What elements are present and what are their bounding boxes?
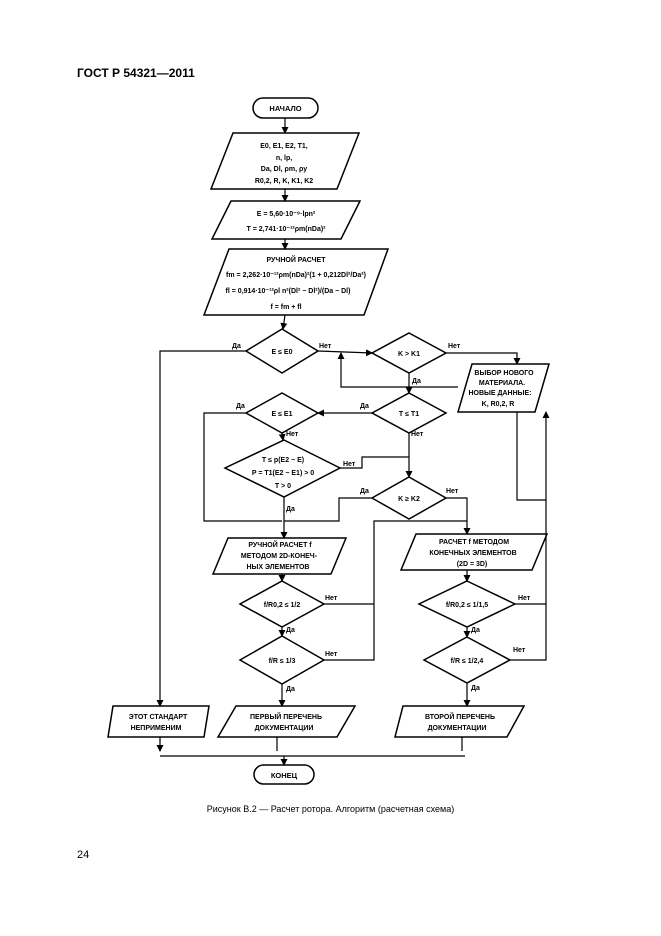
- fem-line-3: (2D = 3D): [457, 561, 488, 568]
- out-na-line-1: ЭТОТ СТАНДАРТ: [129, 714, 188, 721]
- label-no: Нет: [343, 461, 356, 468]
- label-yes: Да: [286, 686, 295, 693]
- dec-k-k1-label: K > K1: [398, 351, 420, 358]
- label-yes: Да: [286, 506, 295, 513]
- label-no: Нет: [446, 488, 459, 495]
- dec-combo-line-1: T ≤ p(E2 − E): [262, 457, 304, 464]
- out-second-line-1: ВТОРОЙ ПЕРЕЧЕНЬ: [425, 712, 495, 721]
- label-no: Нет: [448, 343, 461, 350]
- label-yes: Да: [412, 378, 421, 385]
- label-yes: Да: [232, 343, 241, 350]
- start-label: НАЧАЛО: [269, 104, 301, 113]
- dec-e1-label: E ≤ E1: [272, 411, 293, 418]
- input-line-2: n, lp,: [276, 155, 292, 162]
- new-material-line-3: НОВЫЕ ДАННЫЕ:: [468, 390, 531, 397]
- manual-2d-block: [211, 537, 348, 575]
- output-first-list: [216, 705, 357, 738]
- manual-calc-line-4: f = fm + fl: [270, 304, 301, 311]
- fem-line-1: РАСЧЕТ f МЕТОДОМ: [439, 539, 509, 546]
- decision-k-k2: [370, 476, 448, 520]
- manual-calc-block: [202, 248, 390, 316]
- label-no: Нет: [513, 647, 526, 654]
- manual-2d-line-2: МЕТОДОМ 2D-КОНЕЧ-: [241, 553, 318, 560]
- end-label: КОНЕЦ: [271, 771, 298, 780]
- out-first-line-2: ДОКУМЕНТАЦИИ: [255, 725, 314, 732]
- calc1-line-2: T = 2,741·10⁻¹²ρm(nDa)²: [246, 226, 326, 233]
- fem-line-2: КОНЕЧНЫХ ЭЛЕМЕНТОВ: [429, 550, 516, 557]
- dec-k-k2-label: K ≥ K2: [398, 496, 420, 503]
- manual-calc-line-1: РУЧНОЙ РАСЧЕТ: [266, 255, 326, 264]
- page-number: 24: [77, 849, 90, 861]
- dec-combo-line-2: P = T1(E2 − E1) > 0: [252, 470, 314, 477]
- new-material-line-1: ВЫБОР НОВОГО: [474, 370, 534, 377]
- input-line-4: R0,2, R, K, K1, K2: [255, 178, 313, 185]
- manual-calc-line-2: fm = 2,262·10⁻¹²ρm(nDa)²(1 + 0,212Dl²/Da…: [226, 272, 366, 279]
- dec-combo-line-3: T > 0: [275, 483, 291, 490]
- label-no: Нет: [286, 431, 299, 438]
- manual-2d-line-3: НЫХ ЭЛЕМЕНТОВ: [247, 564, 310, 571]
- out-second-line-2: ДОКУМЕНТАЦИИ: [428, 725, 487, 732]
- input-line-1: E0, E1, E2, T1,: [260, 143, 308, 150]
- decision-e-e0: [244, 328, 320, 374]
- output-second-list: [394, 705, 526, 738]
- manual-calc-line-3: fl = 0,914·10⁻¹²ρl n²(Dl² − Dl²)/(Da − D…: [226, 288, 351, 295]
- calc-block-1: [210, 200, 362, 240]
- new-material-block: [457, 363, 550, 413]
- input-data-block: [209, 132, 361, 190]
- label-yes: Да: [360, 488, 369, 495]
- dec-e0-label: E ≤ E0: [272, 349, 293, 356]
- label-yes: Да: [236, 403, 245, 410]
- label-no: Нет: [319, 343, 332, 350]
- label-no: Нет: [325, 595, 338, 602]
- label-yes: Да: [286, 627, 295, 634]
- out-na-line-2: НЕПРИМЕНИМ: [131, 725, 182, 732]
- output-not-applicable: [107, 705, 210, 738]
- label-yes: Да: [471, 685, 480, 692]
- calc1-line-1: E = 5,60·10⁻⁹·lpn²: [257, 211, 316, 218]
- input-line-3: Da, Dl, ρm, ρy: [261, 166, 308, 173]
- document-header: ГОСТ Р 54321—2011: [77, 66, 195, 80]
- dec-fr-right-label: f/R ≤ 1/2,4: [451, 658, 484, 665]
- label-no: Нет: [411, 431, 424, 438]
- new-material-line-2: МАТЕРИАЛА.: [479, 380, 525, 387]
- fem-calc-block: [399, 533, 549, 571]
- label-yes: Да: [360, 403, 369, 410]
- dec-fr02-right-label: f/R0,2 ≤ 1/1,5: [446, 602, 488, 609]
- label-no: Нет: [325, 651, 338, 658]
- label-no: Нет: [518, 595, 531, 602]
- label-yes: Да: [471, 627, 480, 634]
- new-material-line-4: K, R0,2, R: [482, 401, 515, 408]
- out-first-line-1: ПЕРВЫЙ ПЕРЕЧЕНЬ: [250, 712, 322, 721]
- dec-fr-left-label: f/R ≤ 1/3: [269, 658, 296, 665]
- manual-2d-line-1: РУЧНОЙ РАСЧЕТ f: [248, 540, 312, 549]
- figure-caption: Рисунок В.2 — Расчет ротора. Алгоритм (р…: [206, 804, 455, 814]
- dec-fr02-left-label: f/R0,2 ≤ 1/2: [264, 602, 301, 609]
- dec-t1-label: T ≤ T1: [399, 411, 419, 418]
